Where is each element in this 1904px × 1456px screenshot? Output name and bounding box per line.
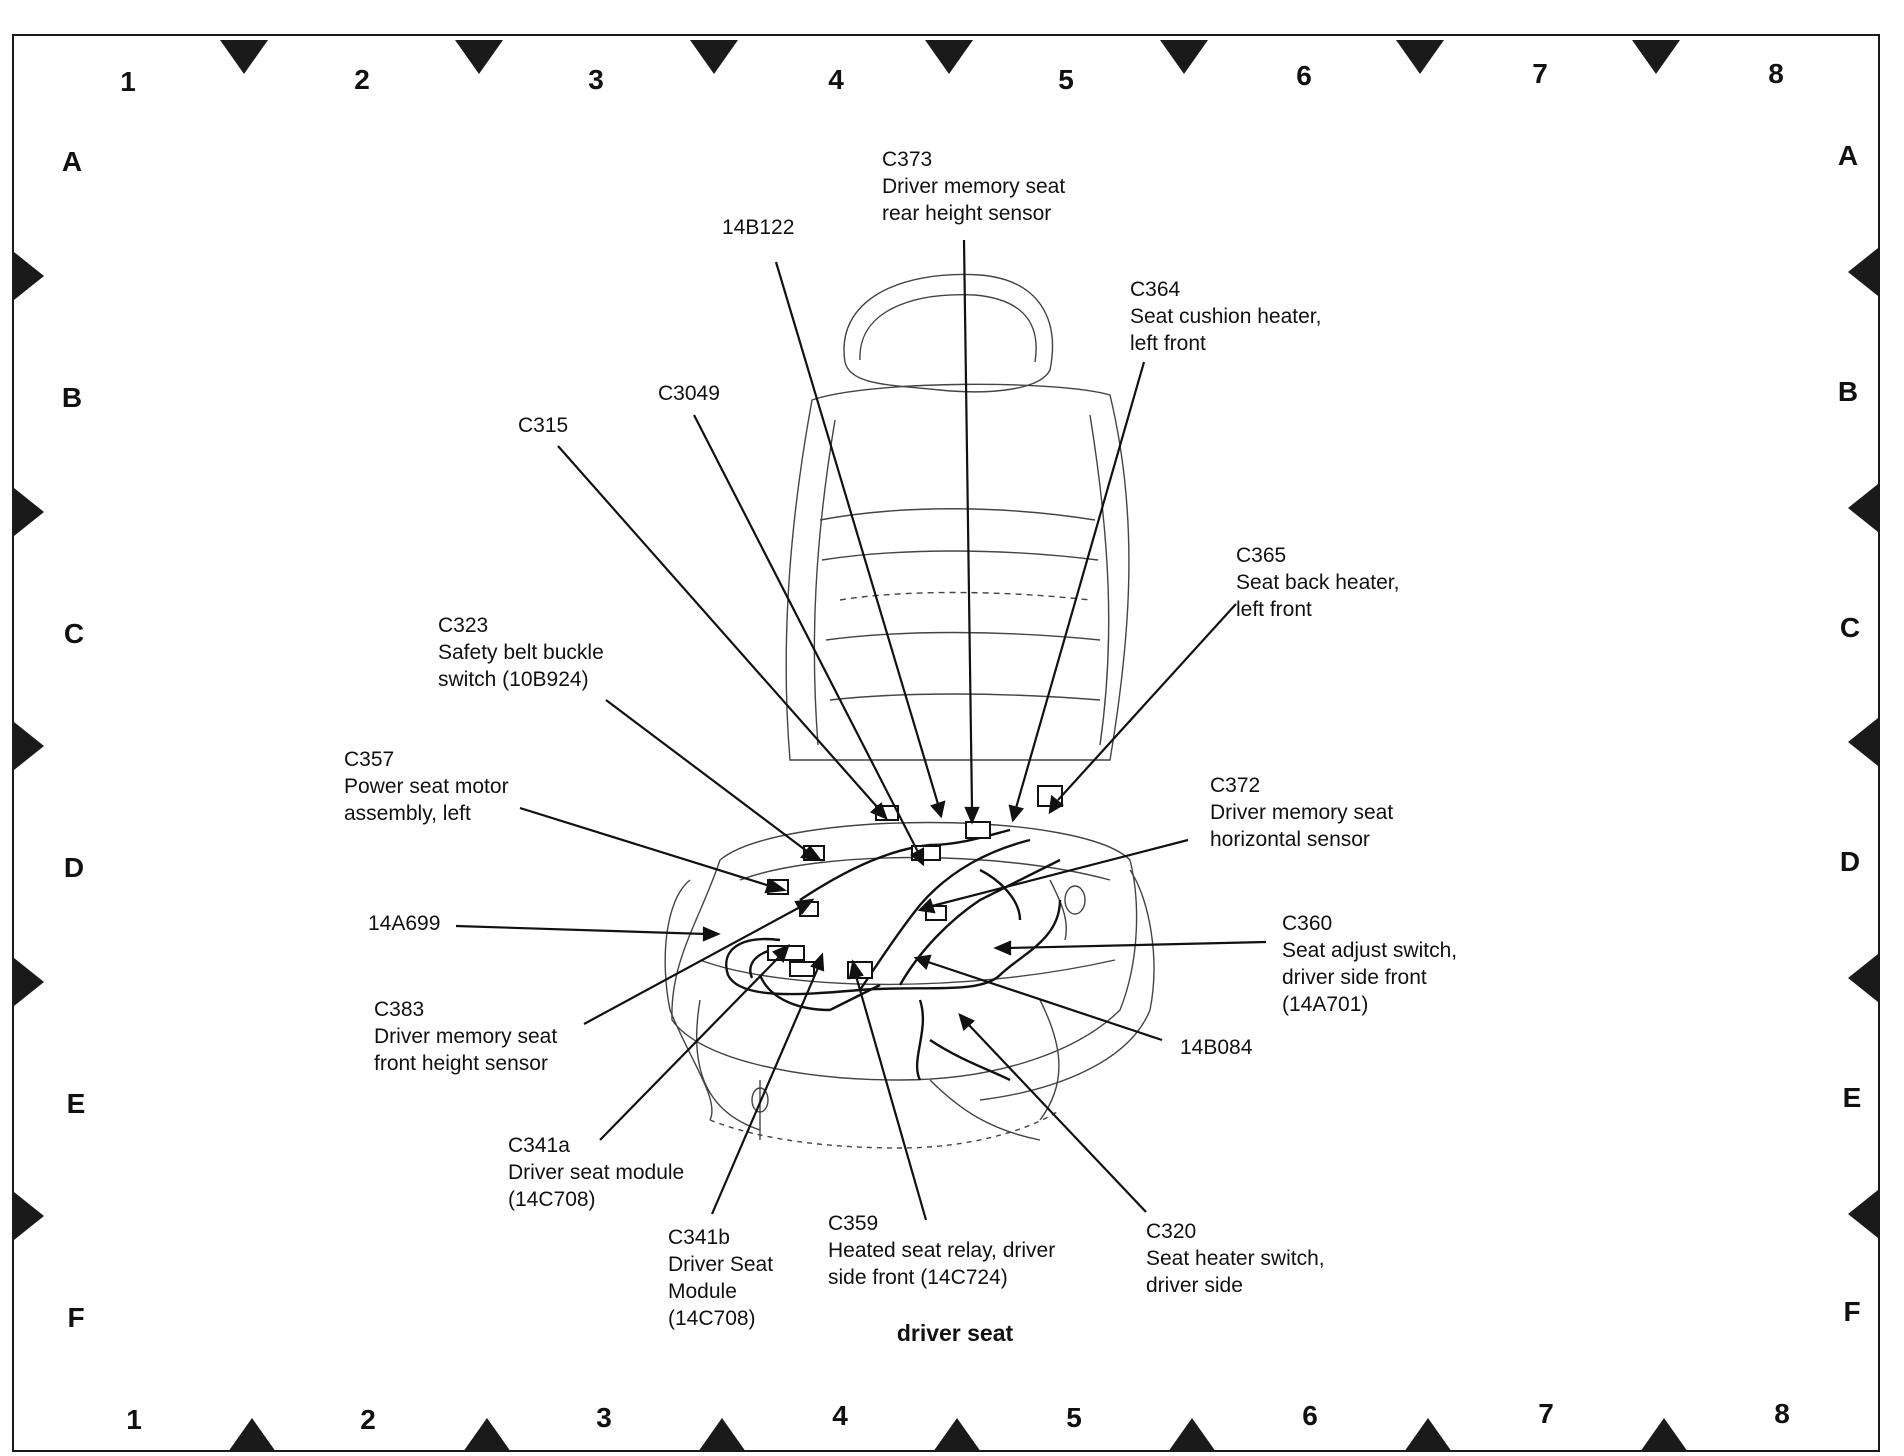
grid-col-top-7: 7 — [1532, 58, 1548, 89]
callout-desc: (14C708) — [668, 1307, 756, 1330]
callout-id: 14A699 — [368, 912, 441, 935]
callout-id: C315 — [518, 414, 569, 437]
callout-desc: (14A701) — [1282, 993, 1369, 1016]
grid-row-right-E: E — [1842, 1082, 1862, 1113]
grid-row-right-F: F — [1843, 1296, 1861, 1327]
grid-row-left-B: B — [61, 382, 83, 413]
grid-col-bottom-2: 2 — [360, 1404, 376, 1435]
callout-id: C359 — [828, 1212, 879, 1235]
callout-desc: driver side — [1146, 1274, 1243, 1297]
callout-c364: C364 Seat cushion heater, left front — [1130, 276, 1321, 357]
callout-id: C357 — [344, 748, 395, 771]
grid-col-top-4: 4 — [828, 64, 844, 95]
callout-id: C360 — [1282, 912, 1333, 935]
callout-desc: Power seat motor — [344, 775, 509, 798]
callout-id: C320 — [1146, 1220, 1197, 1243]
callout-desc: horizontal sensor — [1210, 828, 1370, 851]
callout-id: C341b — [668, 1226, 730, 1249]
callout-c365: C365 Seat back heater, left front — [1236, 542, 1399, 623]
callout-desc: left front — [1130, 332, 1206, 355]
callout-c383: C383 Driver memory seat front height sen… — [374, 996, 557, 1077]
callout-c315: C315 — [518, 412, 568, 439]
callout-desc: assembly, left — [344, 802, 471, 825]
callout-id: 14B122 — [722, 216, 795, 239]
callout-id: C364 — [1130, 278, 1181, 301]
callout-id: C3049 — [658, 382, 720, 405]
grid-row-right-D: D — [1839, 846, 1861, 877]
callout-desc: Driver seat module — [508, 1161, 685, 1184]
grid-row-left-E: E — [66, 1088, 86, 1119]
callout-desc: switch (10B924) — [438, 668, 589, 691]
callout-c373: C373 Driver memory seat rear height sens… — [882, 146, 1065, 227]
callout-desc: Driver memory seat — [374, 1025, 558, 1048]
grid-col-bottom-8: 8 — [1774, 1398, 1790, 1429]
grid-row-right-C: C — [1839, 612, 1861, 643]
callout-desc: Seat back heater, — [1236, 571, 1400, 594]
grid-col-top-2: 2 — [354, 64, 370, 95]
grid-col-top-1: 1 — [120, 66, 136, 97]
callout-desc: driver side front — [1282, 966, 1427, 989]
grid-row-left-D: D — [63, 852, 85, 883]
callout-desc: Seat cushion heater, — [1130, 305, 1322, 328]
grid-col-bottom-4: 4 — [832, 1400, 848, 1431]
grid-row-left-A: A — [61, 146, 83, 177]
callout-c323: C323 Safety belt buckle switch (10B924) — [438, 612, 604, 693]
grid-markers — [14, 40, 1878, 1452]
grid-col-top-8: 8 — [1768, 58, 1784, 89]
callout-desc: Module — [668, 1280, 737, 1303]
callout-c372: C372 Driver memory seat horizontal senso… — [1210, 772, 1393, 853]
grid-row-left-F: F — [67, 1302, 85, 1333]
grid-col-bottom-6: 6 — [1302, 1400, 1318, 1431]
callout-c341a: C341a Driver seat module (14C708) — [508, 1132, 684, 1213]
callout-c360: C360 Seat adjust switch, driver side fro… — [1282, 910, 1457, 1018]
grid-col-bottom-3: 3 — [596, 1402, 612, 1433]
callout-desc: Driver memory seat — [1210, 801, 1394, 824]
grid-row-right-A: A — [1837, 140, 1859, 171]
callout-c341b: C341b Driver Seat Module (14C708) — [668, 1224, 773, 1332]
grid-col-bottom-5: 5 — [1066, 1402, 1082, 1433]
callout-desc: Seat adjust switch, — [1282, 939, 1458, 962]
callout-c357: C357 Power seat motor assembly, left — [344, 746, 509, 827]
callout-id: C383 — [374, 998, 425, 1021]
grid-col-bottom-1: 1 — [126, 1404, 142, 1435]
diagram-caption: driver seat — [896, 1320, 1014, 1346]
callout-id: C372 — [1210, 774, 1261, 797]
callout-desc: Heated seat relay, driver — [828, 1239, 1056, 1262]
callout-14b122: 14B122 — [722, 214, 794, 241]
callout-14a699: 14A699 — [368, 910, 440, 937]
callout-desc: (14C708) — [508, 1188, 596, 1211]
grid-col-top-3: 3 — [588, 64, 604, 95]
grid-row-left-C: C — [63, 618, 85, 649]
callout-id: C365 — [1236, 544, 1287, 567]
callout-desc: side front (14C724) — [828, 1266, 1008, 1289]
callout-desc: left front — [1236, 598, 1312, 621]
grid-col-bottom-7: 7 — [1538, 1398, 1554, 1429]
callout-c3049: C3049 — [658, 380, 720, 407]
callout-desc: Seat heater switch, — [1146, 1247, 1325, 1270]
callout-desc: rear height sensor — [882, 202, 1052, 225]
callout-c320: C320 Seat heater switch, driver side — [1146, 1218, 1325, 1299]
grid-col-top-6: 6 — [1296, 60, 1312, 91]
leader-lines — [455, 239, 1267, 1221]
callout-id: C323 — [438, 614, 489, 637]
grid-col-top-5: 5 — [1058, 64, 1074, 95]
callout-id: 14B084 — [1180, 1036, 1253, 1059]
callout-14b084: 14B084 — [1180, 1034, 1252, 1061]
callout-id: C373 — [882, 148, 933, 171]
callout-id: C341a — [508, 1134, 570, 1157]
callout-c359: C359 Heated seat relay, driver side fron… — [828, 1210, 1055, 1291]
callout-desc: Driver Seat — [668, 1253, 774, 1276]
callout-desc: front height sensor — [374, 1052, 548, 1075]
callout-desc: Driver memory seat — [882, 175, 1066, 198]
callout-desc: Safety belt buckle — [438, 641, 604, 664]
grid-row-right-B: B — [1837, 376, 1859, 407]
